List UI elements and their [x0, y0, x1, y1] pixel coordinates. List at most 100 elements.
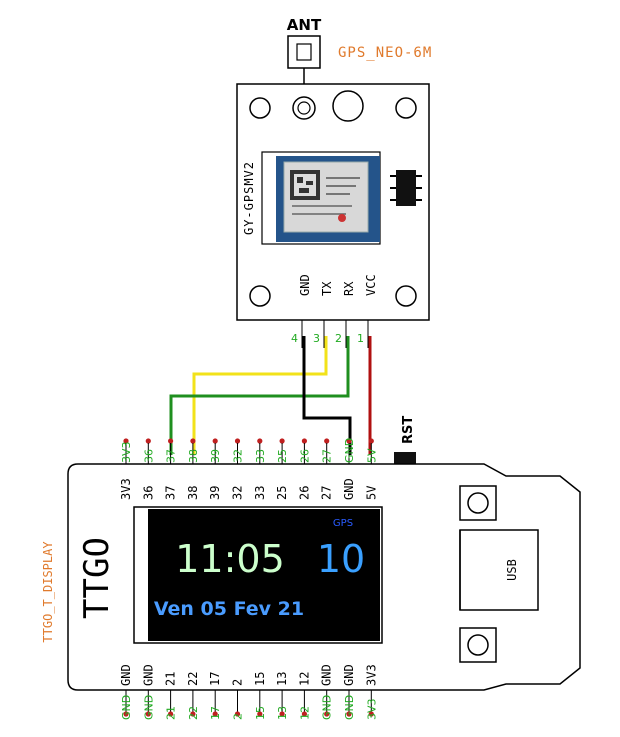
top-pin-label: 39: [208, 486, 222, 500]
regulator-chip-icon: [390, 170, 422, 206]
bottom-pin-tag: 3V3: [365, 698, 378, 720]
bottom-pin-label: 12: [297, 672, 311, 686]
display-screen: [148, 509, 380, 641]
ttgo-logo: TTGO: [77, 537, 117, 619]
header-pin-dot: [279, 711, 285, 717]
top-pin-tag: 38: [187, 449, 200, 463]
header-pin-dot: [301, 438, 307, 444]
wire-green-rx: [169, 336, 350, 455]
header-pin-dot: [168, 438, 174, 444]
header-pin-dot: [212, 711, 218, 717]
header-pin-dot: [346, 438, 352, 444]
gps-pin-number: 1: [357, 332, 364, 345]
rst-label: RST: [401, 416, 416, 444]
header-pin-dot: [123, 438, 129, 444]
header-pin-dot: [145, 438, 151, 444]
bottom-pin-label: 2: [231, 679, 245, 686]
bottom-pin-label: 15: [253, 672, 267, 686]
bottom-pin-label: 22: [186, 672, 200, 686]
bottom-pin-label: 13: [275, 672, 289, 686]
header-pin-dot: [168, 711, 174, 717]
gps-pin-tx: TX: [320, 281, 334, 296]
bottom-pin-label: 17: [208, 672, 222, 686]
bottom-pin-tag: 22: [187, 706, 200, 720]
top-pin-label: 27: [320, 486, 334, 500]
antenna-socket-icon: [292, 96, 316, 120]
header-pin-dot: [279, 438, 285, 444]
top-pin-tag: 3V3: [120, 441, 133, 463]
header-pin-dot: [212, 438, 218, 444]
screen-time: 11:05: [175, 537, 285, 581]
header-pin-dot: [190, 711, 196, 717]
gps-module-board: GY-GPSMV2 GND TX RX VCC: [236, 83, 430, 321]
bottom-pin-tag: 21: [165, 706, 178, 720]
bottom-pin-tag: 12: [298, 706, 311, 720]
gps-pin-rx: RX: [342, 281, 356, 296]
top-pin-tag: 37: [165, 449, 178, 463]
ttgo-bottom-header: GNDGNDGNDGND21212222171722151513131212GN…: [119, 664, 378, 720]
gps-pin-number: 4: [291, 332, 298, 345]
top-pin-tag: GND: [343, 438, 356, 463]
mounting-hole-icon: [395, 285, 417, 307]
top-pin-tag: 39: [209, 449, 222, 463]
bottom-pin-label: 3V3: [364, 664, 378, 686]
top-pin-tag: 32: [232, 449, 245, 463]
gps-board-label: GY-GPSMV2: [242, 161, 256, 235]
gps-pin-number: 2: [335, 332, 342, 345]
wire-black-gnd: [302, 336, 352, 455]
top-pin-tag: 5V: [365, 448, 378, 463]
side-button-top[interactable]: [459, 485, 497, 521]
header-pin-dot: [324, 711, 330, 717]
bottom-pin-label: GND: [342, 664, 356, 686]
header-pin-dot: [324, 438, 330, 444]
header-pin-dot: [145, 711, 151, 717]
bottom-pin-tag: GND: [120, 695, 133, 720]
bottom-pin-tag: GND: [142, 695, 155, 720]
side-button-bottom[interactable]: [459, 627, 497, 663]
rst-button[interactable]: [394, 452, 416, 464]
ttgo-board: [67, 463, 581, 691]
top-pin-label: 25: [275, 486, 289, 500]
top-pin-tag: 26: [298, 449, 311, 463]
top-pin-label: 3V3: [119, 478, 133, 500]
header-pin-dot: [234, 711, 241, 717]
gps-pin-number: 3: [313, 332, 320, 345]
antenna-label: ANT: [287, 16, 322, 34]
bottom-pin-tag: 13: [276, 706, 289, 720]
header-pin-dot: [368, 438, 374, 444]
top-pin-label: GND: [342, 478, 356, 500]
bottom-pin-label: GND: [320, 664, 334, 686]
gps-pin-vcc: VCC: [364, 274, 378, 296]
bottom-pin-tag: 17: [209, 706, 222, 720]
header-pin-dot: [257, 438, 263, 444]
screen-date: Ven 05 Fev 21: [154, 598, 304, 620]
usb-connector: [459, 529, 539, 611]
usb-label: USB: [505, 559, 519, 581]
bottom-pin-tag: 15: [254, 706, 267, 720]
top-pin-tag: 27: [321, 449, 334, 463]
screen-gps-label: GPS: [333, 518, 353, 529]
top-pin-tag: 33: [254, 449, 267, 463]
backup-battery-icon: [332, 90, 364, 122]
header-pin-dot: [257, 711, 263, 717]
header-pin-dot: [346, 711, 352, 717]
top-pin-label: 37: [164, 486, 178, 500]
bottom-pin-tag: 2: [232, 713, 245, 720]
mounting-hole-icon: [249, 285, 271, 307]
bottom-pin-label: GND: [141, 664, 155, 686]
top-pin-label: 32: [231, 486, 245, 500]
top-pin-tag: 25: [276, 449, 289, 463]
ttgo-board-label: TTGO_T_DISPLAY: [41, 541, 55, 643]
top-pin-label: 33: [253, 486, 267, 500]
gps-chip-icon: [276, 156, 380, 242]
gps-module-title: GPS_NEO-6M: [338, 45, 432, 61]
bottom-pin-label: 21: [164, 672, 178, 686]
header-pin-dot: [190, 438, 196, 444]
bottom-pin-label: GND: [119, 664, 133, 686]
mounting-hole-icon: [249, 97, 271, 119]
top-pin-label: 5V: [364, 486, 378, 500]
header-pin-dot: [123, 711, 129, 717]
header-pin-dot: [234, 438, 241, 444]
wire-yellow-tx: [192, 336, 328, 455]
